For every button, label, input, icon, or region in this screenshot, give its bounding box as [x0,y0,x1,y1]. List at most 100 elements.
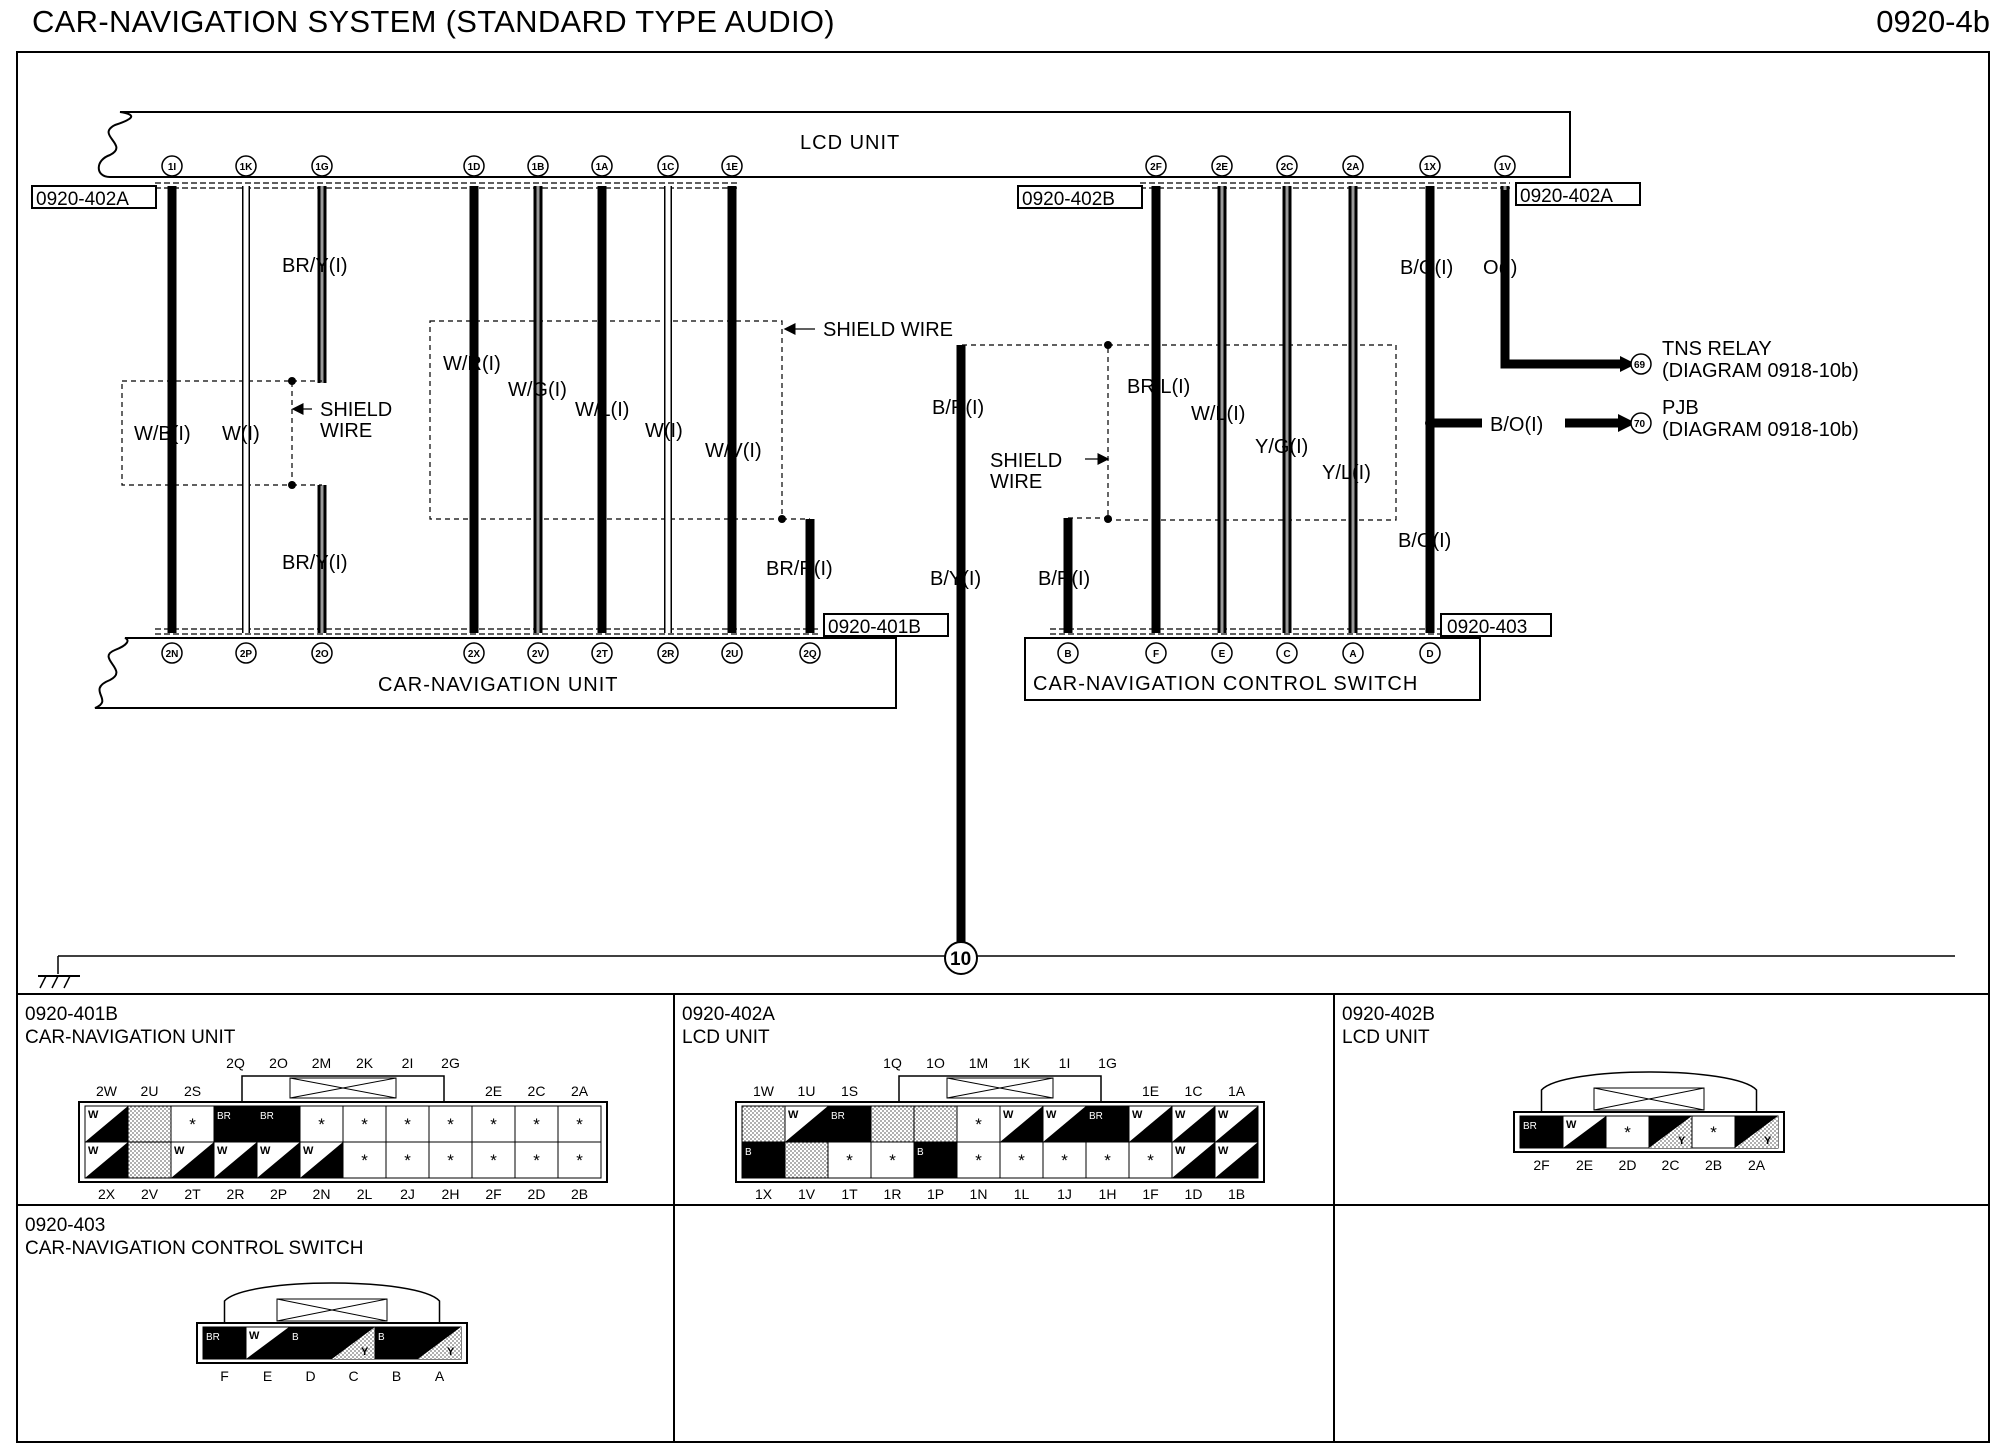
svg-text:1U: 1U [798,1083,816,1099]
label-shield-2b: WIRE [990,471,1042,493]
lcd-pin-1I: 1I [161,155,183,177]
svg-text:1I: 1I [1059,1055,1071,1071]
lcd-pin-2C: 2C [1276,155,1298,177]
svg-text:2O: 2O [269,1055,288,1071]
nav-pin-2Q: 2Q [799,642,821,664]
svg-text:2D: 2D [1619,1157,1637,1173]
svg-text:2J: 2J [400,1186,415,1202]
svg-text:1V: 1V [798,1186,816,1202]
svg-text:D: D [1426,649,1433,660]
switch-pin-E: E [1211,642,1233,664]
ref-pjb-diag: (DIAGRAM 0918-10b) [1662,419,1859,441]
svg-text:2F: 2F [1150,162,1162,173]
svg-text:2R: 2R [227,1186,245,1202]
svg-text:1S: 1S [841,1083,858,1099]
svg-text:2A: 2A [571,1083,589,1099]
svg-text:2V: 2V [141,1186,159,1202]
svg-text:*: * [1104,1151,1111,1170]
label-y-l: Y/L(I) [1322,462,1371,484]
panel-code: 0920-401B [25,1004,118,1025]
svg-text:1M: 1M [969,1055,988,1071]
lcd-pin-1V: 1V [1494,155,1516,177]
svg-text:1F: 1F [1142,1186,1158,1202]
svg-text:2N: 2N [313,1186,331,1202]
svg-text:2D: 2D [528,1186,546,1202]
svg-text:2T: 2T [184,1186,201,1202]
svg-text:W: W [1218,1145,1229,1157]
svg-text:0920-402B: 0920-402B [1342,1004,1435,1025]
lcd-unit-label: LCD UNIT [800,132,900,154]
label-w-l2: W/L(I) [1191,403,1245,425]
switch-pin-D: D [1419,642,1441,664]
ground: 10 [38,941,1955,989]
svg-text:W: W [1132,1109,1143,1121]
svg-text:E: E [1219,649,1226,660]
panel-name: CAR-NAVIGATION UNIT [25,1027,236,1048]
svg-text:2A: 2A [1347,162,1360,173]
svg-text:W: W [1218,1109,1229,1121]
switch-label: CAR-NAVIGATION CONTROL SWITCH [1033,673,1418,695]
svg-text:1L: 1L [1014,1186,1030,1202]
nav-pin-2T: 2T [591,642,613,664]
svg-text:1D: 1D [468,162,481,173]
svg-text:CAR-NAVIGATION CONTROL SWITCH: CAR-NAVIGATION CONTROL SWITCH [25,1238,363,1259]
svg-text:1K: 1K [240,162,254,173]
svg-text:B: B [378,1332,385,1343]
svg-text:1Q: 1Q [883,1055,902,1071]
lcd-pin-1K: 1K [235,155,257,177]
panel-code: 0920-402A [682,1004,775,1025]
svg-text:1W: 1W [753,1083,775,1099]
svg-text:1D: 1D [1185,1186,1203,1202]
svg-text:W: W [217,1145,228,1157]
label-w2: W(I) [645,420,683,442]
svg-text:BR: BR [1523,1121,1537,1132]
tag-402a-left: 0920-402A [36,189,129,210]
svg-text:2C: 2C [1281,162,1294,173]
svg-text:2E: 2E [1576,1157,1593,1173]
svg-text:*: * [1018,1151,1025,1170]
svg-text:W: W [788,1109,799,1121]
tag-402a-right: 0920-402A [1520,186,1613,207]
svg-text:BR: BR [831,1111,845,1122]
lcd-pin-1G: 1G [311,155,333,177]
svg-text:A: A [1349,649,1356,660]
svg-text:1B: 1B [532,162,545,173]
label-w-v: W/V(I) [705,440,762,462]
svg-text:A: A [435,1368,445,1384]
svg-text:BR: BR [1089,1111,1103,1122]
lcd-pin-2E: 2E [1211,155,1233,177]
svg-text:B: B [917,1147,924,1158]
label-b-o-bot: B/O(I) [1398,530,1451,552]
label-br-r-nav: BR/R(I) [766,558,833,580]
svg-text:1C: 1C [662,162,675,173]
svg-text:1V: 1V [1499,162,1512,173]
svg-text:Y: Y [1764,1135,1772,1147]
svg-text:1P: 1P [927,1186,944,1202]
svg-text:2P: 2P [240,649,253,660]
svg-text:0920-403: 0920-403 [25,1215,105,1236]
wire-labels: BR/Y(I) BR/Y(I) W/B(I) W(I) SHIELD WIRE … [134,255,1543,590]
svg-text:*: * [889,1151,896,1170]
label-shield-wire-top: SHIELD WIRE [823,319,953,341]
svg-text:*: * [361,1115,368,1134]
svg-text:2O: 2O [315,649,329,660]
svg-text:F: F [1153,649,1159,660]
svg-text:1X: 1X [755,1186,773,1202]
svg-text:*: * [975,1115,982,1134]
lcd-pin-1D: 1D [463,155,485,177]
svg-text:2F: 2F [1533,1157,1549,1173]
svg-text:*: * [1624,1123,1631,1142]
svg-text:W: W [1175,1145,1186,1157]
svg-text:2V: 2V [532,649,545,660]
svg-text:*: * [318,1115,325,1134]
svg-text:*: * [361,1151,368,1170]
svg-text:C: C [348,1368,358,1384]
page-number: 0920-4b [1876,4,1990,39]
svg-text:1B: 1B [1228,1186,1245,1202]
svg-text:2X: 2X [468,649,481,660]
svg-text:2U: 2U [726,649,739,660]
nav-pin-2O: 2O [311,642,333,664]
connector-bands [155,182,1510,635]
nav-pin-2U: 2U [721,642,743,664]
